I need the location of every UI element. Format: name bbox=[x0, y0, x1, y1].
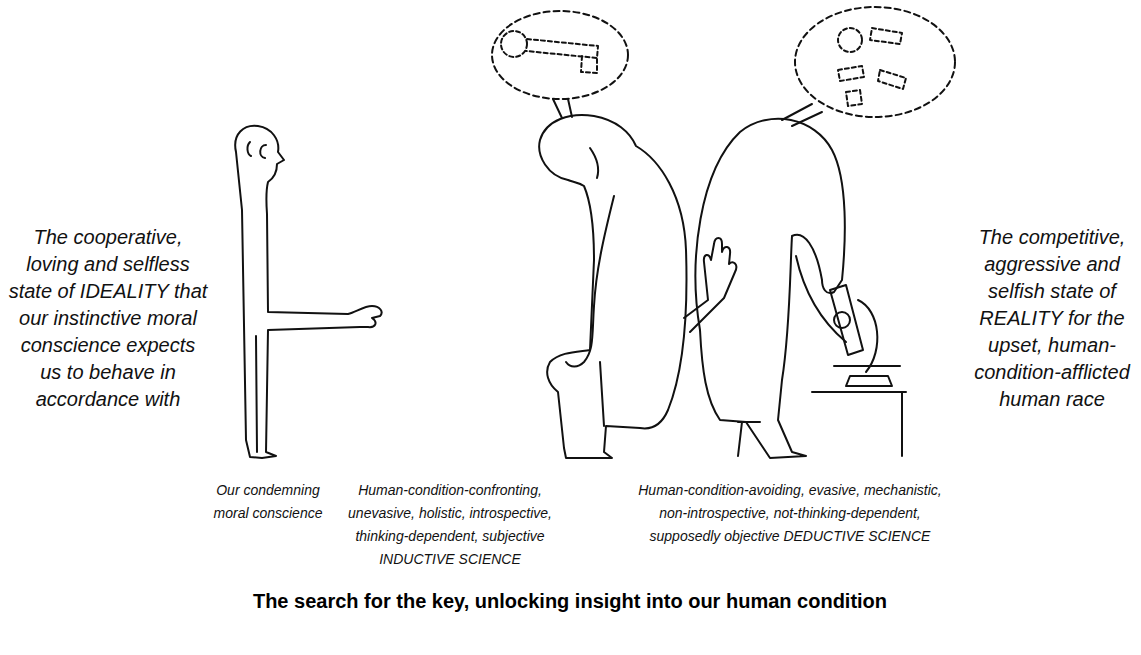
figure-caption: Our condemning moral conscience bbox=[210, 479, 326, 525]
bubble-tail bbox=[553, 99, 572, 118]
microscope-arm bbox=[858, 300, 877, 372]
figure-arm bbox=[566, 196, 614, 367]
microscope-tube bbox=[830, 285, 863, 355]
microscope-base bbox=[846, 376, 892, 386]
thought-bubble bbox=[795, 7, 955, 117]
key-ring bbox=[838, 28, 862, 52]
inductive-figure bbox=[492, 11, 736, 458]
hunched-figure bbox=[696, 119, 845, 458]
key-shaft bbox=[526, 39, 598, 73]
microscope-knob bbox=[834, 312, 850, 328]
diagram-caption: The search for the key, unlocking insigh… bbox=[253, 588, 887, 614]
figure-ear bbox=[590, 148, 598, 178]
broken-key-piece bbox=[846, 90, 862, 106]
figure-eye bbox=[260, 145, 266, 158]
figure-caption: Human-condition-avoiding, evasive, mecha… bbox=[625, 479, 955, 548]
table bbox=[812, 392, 906, 456]
figure-caption: Human-condition-confronting, unevasive, … bbox=[325, 479, 575, 571]
conscience-figure bbox=[235, 126, 381, 458]
broken-key-piece bbox=[838, 66, 864, 81]
ideality-description: The cooperative, loving and selfless sta… bbox=[8, 224, 208, 413]
figure-arm bbox=[796, 256, 846, 342]
broken-key-piece bbox=[870, 28, 902, 44]
stool bbox=[738, 422, 760, 456]
raised-hand bbox=[684, 238, 736, 332]
broken-key-piece bbox=[878, 70, 906, 89]
figure-leg bbox=[600, 362, 604, 426]
deductive-figure bbox=[696, 7, 955, 458]
microscope-stage bbox=[834, 365, 900, 367]
bubble-tail bbox=[782, 104, 822, 126]
figure-leg bbox=[256, 336, 257, 452]
key-ring bbox=[501, 31, 527, 57]
seated-figure bbox=[539, 115, 686, 458]
figure-ear bbox=[247, 142, 251, 156]
standing-figure bbox=[235, 126, 381, 458]
reality-description: The competitive, aggressive and selfish … bbox=[967, 224, 1137, 413]
thought-bubble bbox=[492, 11, 628, 99]
